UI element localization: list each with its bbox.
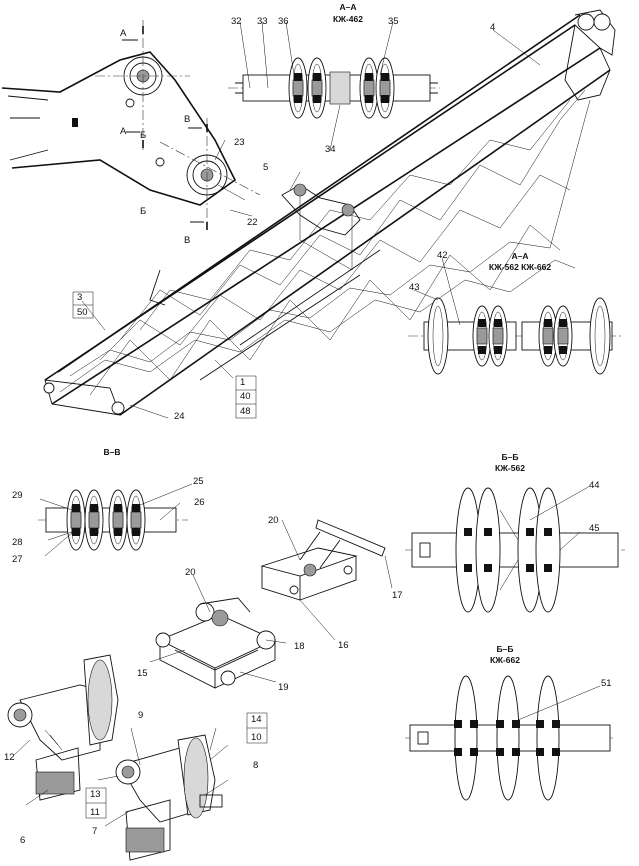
section-vv-view <box>38 489 188 551</box>
section-title-bb-562: Б–Б <box>502 452 519 462</box>
part-label-6: 6 <box>20 835 25 846</box>
section-subtitle-bb-662: КЖ-662 <box>490 655 520 665</box>
section-marker-v-bottom: В <box>184 235 190 246</box>
part-label-50: 50 <box>77 307 88 318</box>
part-label-16: 16 <box>338 640 349 651</box>
part-label-7: 7 <box>92 826 97 837</box>
part-label-11: 11 <box>90 807 100 818</box>
label-boxes <box>72 291 268 819</box>
section-marker-a-top: А <box>120 28 127 39</box>
section-marker-a-bottom: А <box>120 126 127 137</box>
part-label-19: 19 <box>278 682 289 693</box>
part-label-44: 44 <box>589 480 600 491</box>
part-label-10: 10 <box>251 732 262 743</box>
part-label-20-bracket: 20 <box>268 515 279 526</box>
part-label-20-cradle: 20 <box>185 567 196 578</box>
part-label-43: 43 <box>409 282 420 293</box>
part-label-15: 15 <box>137 668 148 679</box>
part-label-33: 33 <box>257 16 268 27</box>
section-marker-b-top: Б <box>140 130 146 141</box>
part-label-29: 29 <box>12 490 23 501</box>
boom-lattice-truss <box>43 9 616 416</box>
bracket-assembly-16-17 <box>260 519 386 601</box>
section-marker-b-bottom: Б <box>140 206 146 217</box>
leader-lines <box>13 21 601 827</box>
section-subtitle-bb-562: КЖ-562 <box>495 463 525 473</box>
part-label-14: 14 <box>251 714 262 725</box>
section-subtitle-aa-462: КЖ-462 <box>333 14 363 24</box>
part-label-32: 32 <box>231 16 242 27</box>
part-label-45: 45 <box>589 523 600 534</box>
section-bb-562-view <box>405 487 625 613</box>
part-label-12: 12 <box>4 752 15 763</box>
cradle-assembly-15 <box>155 597 277 689</box>
section-title-bb-662: Б–Б <box>497 644 514 654</box>
part-label-1: 1 <box>240 377 245 388</box>
section-aa-562-view <box>408 297 624 375</box>
part-label-23: 23 <box>234 137 245 148</box>
part-label-18: 18 <box>294 641 305 652</box>
section-marker-v-top: В <box>184 114 190 125</box>
part-label-13: 13 <box>90 789 101 800</box>
section-bb-662-view <box>405 675 615 801</box>
part-label-28: 28 <box>12 537 23 548</box>
part-label-5: 5 <box>263 162 268 173</box>
part-label-25: 25 <box>193 476 204 487</box>
sheave-block-assembly-12 <box>7 654 119 801</box>
part-label-8: 8 <box>253 760 258 771</box>
section-title-aa-562: А–А <box>511 251 528 261</box>
part-label-40: 40 <box>240 391 251 402</box>
part-label-3: 3 <box>77 292 82 303</box>
part-label-34: 34 <box>325 144 336 155</box>
section-aa-462-view <box>228 57 440 119</box>
part-label-9: 9 <box>138 710 143 721</box>
part-label-51: 51 <box>601 678 612 689</box>
section-title-vv: В–В <box>103 447 120 457</box>
part-label-4: 4 <box>490 22 495 33</box>
section-markers: А А Б Б В В <box>120 28 190 246</box>
part-label-24: 24 <box>174 411 185 422</box>
part-labels: 1 3 4 5 6 7 8 9 10 11 12 13 14 15 16 17 … <box>4 16 612 846</box>
part-label-22: 22 <box>247 217 258 228</box>
part-label-35: 35 <box>388 16 399 27</box>
part-label-36: 36 <box>278 16 289 27</box>
part-label-17: 17 <box>392 590 403 601</box>
sheave-block-assembly-7-9 <box>115 734 223 861</box>
section-subtitle-aa-562: КЖ-562 КЖ-662 <box>489 262 551 272</box>
section-title-aa-462: А–А <box>339 2 356 12</box>
part-label-48: 48 <box>240 406 251 417</box>
part-label-27: 27 <box>12 554 23 565</box>
boom-head-detail <box>1 20 261 230</box>
part-label-42: 42 <box>437 250 448 261</box>
part-label-26: 26 <box>194 497 205 508</box>
